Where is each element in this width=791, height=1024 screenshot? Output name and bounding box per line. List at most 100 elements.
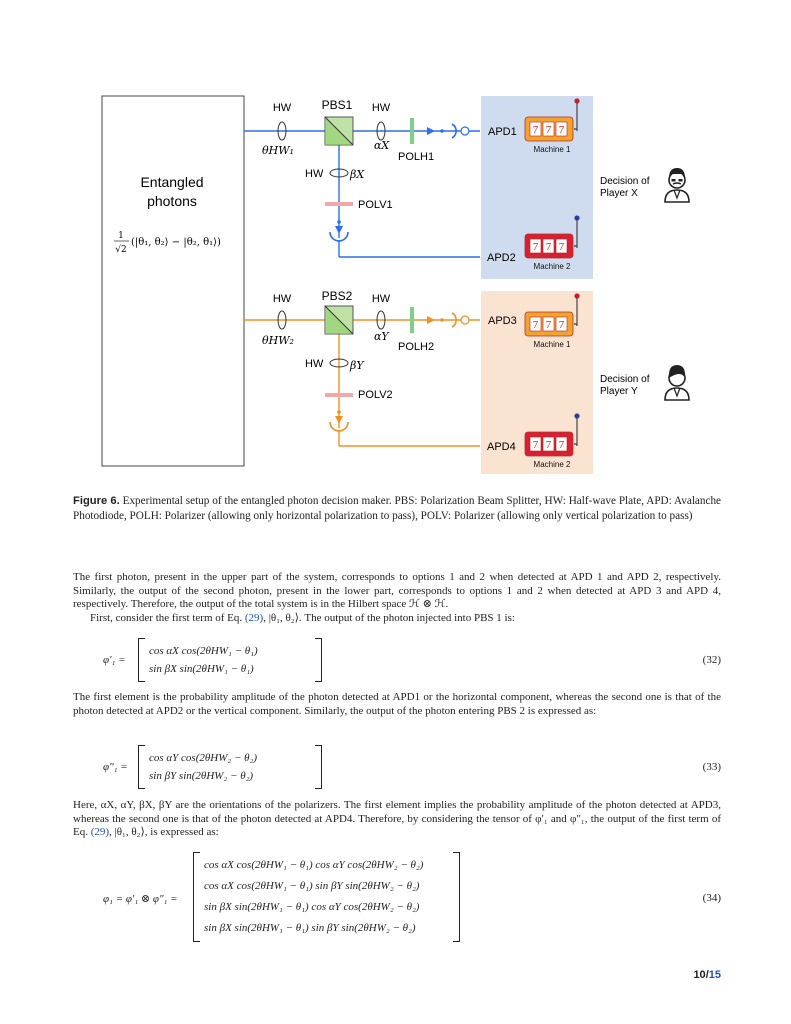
fraction-denominator: √2 xyxy=(115,244,126,255)
lever-knob-icon xyxy=(574,413,580,419)
eq33-matrix: cos αY cos(2θHW₂ − θ₂) sin βY sin(2θHW₂ … xyxy=(138,745,322,789)
eq33-row-1: cos αY cos(2θHW₂ − θ₂) xyxy=(149,752,258,764)
p4-text: Here, αX, αY, βX, βY are the orientation… xyxy=(73,799,721,839)
alpha-label: αX xyxy=(374,139,390,152)
equation-34: φ₁ = φ′₁ ⊗ φ″₁ = cos αX cos(2θHW₁ − θ₁) … xyxy=(73,852,721,944)
apd2-label: APD2 xyxy=(487,252,516,264)
theta-label: θHW₁ xyxy=(262,144,294,157)
polarizer-v-icon xyxy=(325,393,353,397)
eq34-number: (34) xyxy=(702,892,721,904)
entangled-label-2: photons xyxy=(147,193,197,209)
entangled-label-1: Entangled xyxy=(140,174,203,190)
machine-label: Machine 1 xyxy=(534,145,571,154)
decision-y-line2: Player Y xyxy=(600,386,638,397)
polh-label: POLH2 xyxy=(398,341,434,353)
experimental-setup-figure: Entangled photons 1 √2 (|θ₁, θ₂⟩ − |θ₂, … xyxy=(101,95,690,474)
slot-digit: 7 xyxy=(559,319,565,331)
detector-lens-icon xyxy=(451,123,457,139)
polarizer-v-icon xyxy=(325,202,353,206)
p2-text-tail: , |θ₁, θ₂⟩. The output of the photon inj… xyxy=(263,612,515,624)
player-y-icon xyxy=(664,365,690,401)
state-formula: 1 √2 (|θ₁, θ₂⟩ − |θ₂, θ₁⟩) xyxy=(114,231,221,255)
decision-y-line1: Decision of xyxy=(600,374,650,385)
lever-knob-icon xyxy=(574,98,580,104)
page-total: 15 xyxy=(708,969,721,981)
detector-lens-icon xyxy=(329,421,349,432)
eq32-row-1: cos αX cos(2θHW₁ − θ₁) xyxy=(149,645,258,657)
fraction-numerator: 1 xyxy=(118,231,124,241)
apd1-label: APD1 xyxy=(488,126,517,138)
decision-x-line2: Player X xyxy=(600,188,638,199)
eq33-lhs: φ″₁ = xyxy=(103,761,128,773)
equation-32: φ′₁ = cos αX cos(2θHW₁ − θ₁) sin βX sin(… xyxy=(73,638,721,684)
detector-icon xyxy=(460,126,470,136)
slot-digit: 7 xyxy=(533,241,539,253)
state-kets: (|θ₁, θ₂⟩ − |θ₂, θ₁⟩) xyxy=(131,237,221,248)
player-x-icon xyxy=(664,168,690,203)
eq33-row-2: sin βY sin(2θHW₂ − θ₂) xyxy=(149,770,254,782)
polv-label: POLV1 xyxy=(358,199,393,211)
half-wave-plate-icon xyxy=(376,310,386,330)
hw-down-label: HW xyxy=(305,168,324,180)
slot-digit: 7 xyxy=(559,124,565,136)
caption-label: Figure 6. xyxy=(73,495,120,507)
p4-text-tail: , |θ₁, θ₂⟩, is expressed as: xyxy=(109,826,219,839)
lower-arm: HW θHW₂ PBS2 HW αY POLH2 APD3 HW βY POLV… xyxy=(244,289,517,453)
paragraph-3: The first element is the probability amp… xyxy=(73,691,721,717)
slot-digit: 7 xyxy=(533,439,539,451)
slot-digit: 7 xyxy=(533,319,539,331)
lever-knob-icon xyxy=(574,293,580,299)
eq34-row-2: cos αX cos(2θHW₁ − θ₁) sin βY sin(2θHW₂ … xyxy=(204,880,420,892)
beta-label: βX xyxy=(349,168,365,181)
apd4-label: APD4 xyxy=(487,441,516,453)
eq-ref-link[interactable]: (29) xyxy=(244,612,264,624)
page-number: 10/15 xyxy=(693,969,721,981)
slot-digit: 7 xyxy=(546,241,552,253)
slot-digit: 7 xyxy=(546,439,552,451)
page-current: 10 xyxy=(693,969,706,981)
eq32-lhs: φ′₁ = xyxy=(103,654,126,666)
caption-text: Experimental setup of the entangled phot… xyxy=(73,495,722,522)
paragraph-4: Here, αX, αY, βX, βY are the orientation… xyxy=(73,799,721,840)
slot-digit: 7 xyxy=(546,124,552,136)
paragraph-1: The first photon, present in the upper p… xyxy=(73,571,721,611)
slot-digit: 7 xyxy=(533,124,539,136)
upper-arm: HW θHW₁ PBS1 HW αX POLH1 APD1 HW βX POLV… xyxy=(244,98,517,264)
half-wave-plate-icon xyxy=(329,168,349,178)
half-wave-plate-icon xyxy=(376,121,386,141)
polarizer-h-icon xyxy=(410,118,414,144)
detector-lens-icon xyxy=(451,312,457,328)
hw-label-right: HW xyxy=(372,293,391,305)
decision-x-line1: Decision of xyxy=(600,176,650,187)
slot-digit: 7 xyxy=(559,439,565,451)
eq32-number: (32) xyxy=(702,654,721,666)
hw-down-label: HW xyxy=(305,358,324,370)
pbs-label: PBS1 xyxy=(322,98,353,112)
hw-label: HW xyxy=(273,102,292,114)
source-box xyxy=(101,95,245,467)
slot-digit: 7 xyxy=(546,319,552,331)
eq33-number: (33) xyxy=(702,761,721,773)
paragraph-2: First, consider the first term of Eq. (2… xyxy=(73,612,721,626)
eq32-matrix: cos αX cos(2θHW₁ − θ₁) sin βX sin(2θHW₁ … xyxy=(138,638,322,682)
p2-text: First, consider the first term of Eq. xyxy=(90,612,245,624)
machine-label: Machine 1 xyxy=(534,340,571,349)
eq32-row-2: sin βX sin(2θHW₁ − θ₁) xyxy=(149,663,254,675)
hw-label-right: HW xyxy=(372,102,391,114)
beta-label: βY xyxy=(349,359,365,372)
half-wave-plate-icon xyxy=(277,310,287,330)
polv-label: POLV2 xyxy=(358,389,393,401)
pbs-label: PBS2 xyxy=(322,289,353,303)
polarizer-h-icon xyxy=(410,307,414,333)
eq-ref-link[interactable]: (29) xyxy=(90,826,110,839)
lever-knob-icon xyxy=(574,215,580,221)
eq34-row-4: sin βX sin(2θHW₁ − θ₁) sin βY sin(2θHW₂ … xyxy=(204,922,416,934)
alpha-label: αY xyxy=(374,330,390,343)
polh-label: POLH1 xyxy=(398,151,434,163)
eq34-row-3: sin βX sin(2θHW₁ − θ₁) cos αY cos(2θHW₂ … xyxy=(204,901,420,913)
figure-caption: Figure 6. Experimental setup of the enta… xyxy=(73,494,721,523)
